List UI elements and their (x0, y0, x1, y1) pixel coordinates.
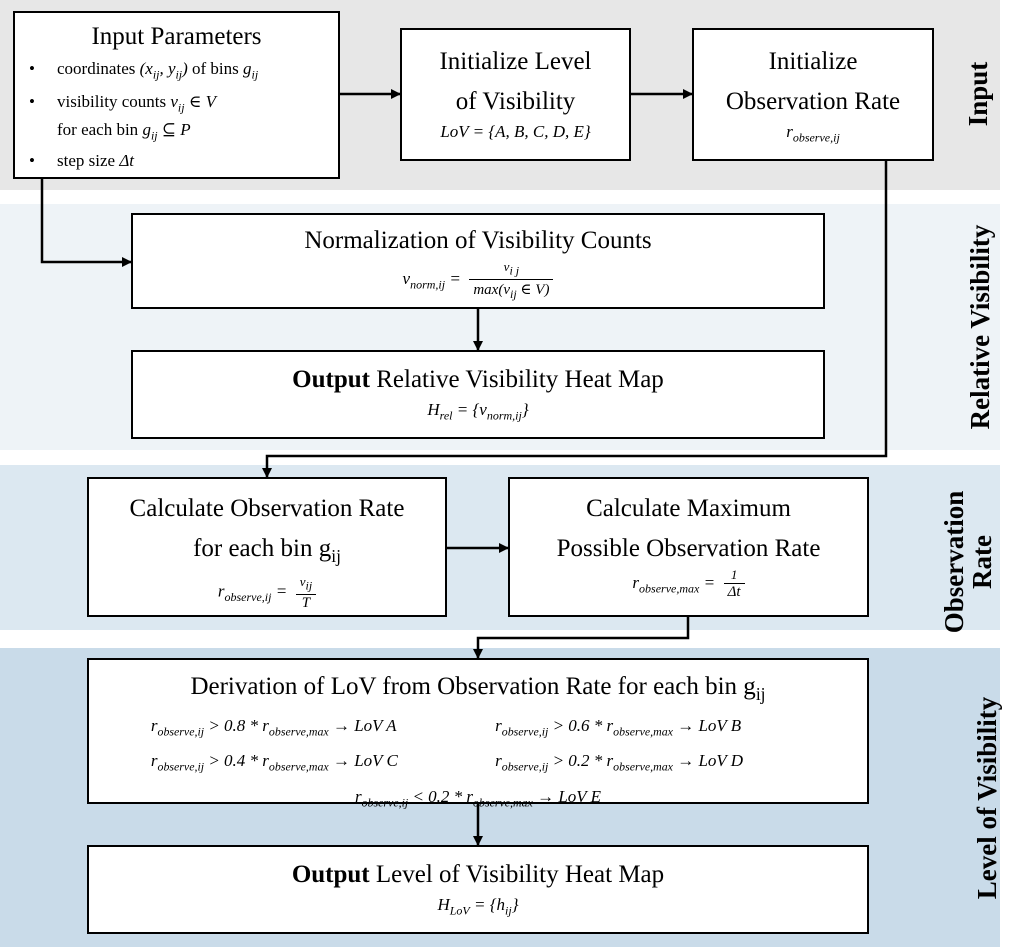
input-parameters-box: Input Parameters • coordinates (xij, yij… (13, 11, 340, 179)
initialize-rate-title-line2: Observation Rate (725, 88, 901, 115)
normalization-box: Normalization of Visibility Counts vnorm… (131, 213, 825, 309)
lov-output-formula: HLoV = {hij} (437, 895, 519, 918)
calculate-rate-formula: robserve,ij = vij T (89, 574, 445, 612)
derivation-title: Derivation of LoV from Observation Rate … (190, 673, 766, 704)
input-band-label: Input (963, 61, 993, 127)
condition-lov-a: robserve,ij > 0.8 * robserve,max → LoV A (150, 716, 397, 739)
calculate-max-rate-box: Calculate Maximum Possible Observation R… (508, 477, 869, 617)
normalization-fraction: vi j max(vij ∈ V) (469, 259, 554, 302)
calculate-rate-fraction: vij T (295, 574, 317, 612)
observation-label-line1: Observation (939, 490, 969, 634)
relative-visibility-band-label: Relative Visibility (965, 224, 995, 430)
relative-visibility-output-formula: Hrel = {vnorm,ij} (427, 400, 529, 423)
initialize-rate-title-line1: Initialize (768, 48, 858, 75)
initialize-lov-box: Initialize Level of Visibility LoV = {A,… (400, 28, 631, 161)
input-param-visibility-counts: • visibility counts vij ∈ V (29, 92, 216, 115)
condition-lov-c: robserve,ij > 0.4 * robserve,max → LoV C (150, 751, 398, 774)
calculate-rate-title-line2: for each bin gij (193, 535, 341, 566)
condition-lov-e: robserve,ij < 0.2 * robserve,max → LoV E (355, 786, 601, 810)
relative-visibility-output-box: Output Relative Visibility Heat Map Hrel… (131, 350, 825, 439)
initialize-lov-title-line1: Initialize Level (439, 48, 592, 75)
input-parameters-list: • coordinates (xij, yij) of bins gij • v… (15, 55, 338, 175)
input-parameters-title: Input Parameters (91, 23, 262, 50)
calculate-max-title-line2: Possible Observation Rate (556, 535, 821, 562)
calculate-max-fraction: 1 Δt (723, 567, 745, 601)
calculate-observation-rate-box: Calculate Observation Rate for each bin … (87, 477, 447, 617)
observation-label-line2: Rate (967, 535, 997, 589)
relative-visibility-output-title: Output Relative Visibility Heat Map (292, 366, 664, 393)
calculate-rate-title-line1: Calculate Observation Rate (129, 495, 405, 522)
calculate-max-title-line1: Calculate Maximum (586, 495, 791, 522)
input-param-coordinates: • coordinates (xij, yij) of bins gij (29, 59, 259, 82)
initialize-rate-formula: robserve,ij (786, 122, 840, 145)
initialize-lov-formula: LoV = {A, B, C, D, E} (440, 122, 591, 141)
derivation-box: Derivation of LoV from Observation Rate … (87, 658, 869, 809)
normalization-formula: vnorm,ij = vi j max(vij ∈ V) (133, 259, 823, 302)
derivation-row-1: robserve,ij > 0.8 * robserve,max → LoV A… (89, 711, 867, 746)
calculate-max-formula: robserve,max = 1 Δt (510, 567, 867, 601)
derivation-row-2: robserve,ij > 0.4 * robserve,max → LoV C… (89, 746, 867, 781)
input-param-step-size: • step size Δt (29, 151, 135, 171)
normalization-title: Normalization of Visibility Counts (304, 227, 652, 254)
level-of-visibility-band-label: Level of Visibility (972, 696, 1002, 900)
observation-rate-band-label: Observation Rate (939, 482, 1000, 642)
lov-output-box: Output Level of Visibility Heat Map HLoV… (87, 845, 869, 934)
initialize-rate-box: Initialize Observation Rate robserve,ij (692, 28, 934, 161)
derivation-row-3: robserve,ij < 0.2 * robserve,max → LoV E (89, 782, 867, 817)
condition-lov-b: robserve,ij > 0.6 * robserve,max → LoV B (495, 716, 742, 739)
lov-output-title: Output Level of Visibility Heat Map (291, 861, 665, 888)
initialize-lov-title-line2: of Visibility (455, 88, 576, 115)
condition-lov-d: robserve,ij > 0.2 * robserve,max → LoV D (495, 751, 743, 774)
input-param-visibility-counts-cont: for each bin gij ⊆ P (57, 119, 191, 143)
